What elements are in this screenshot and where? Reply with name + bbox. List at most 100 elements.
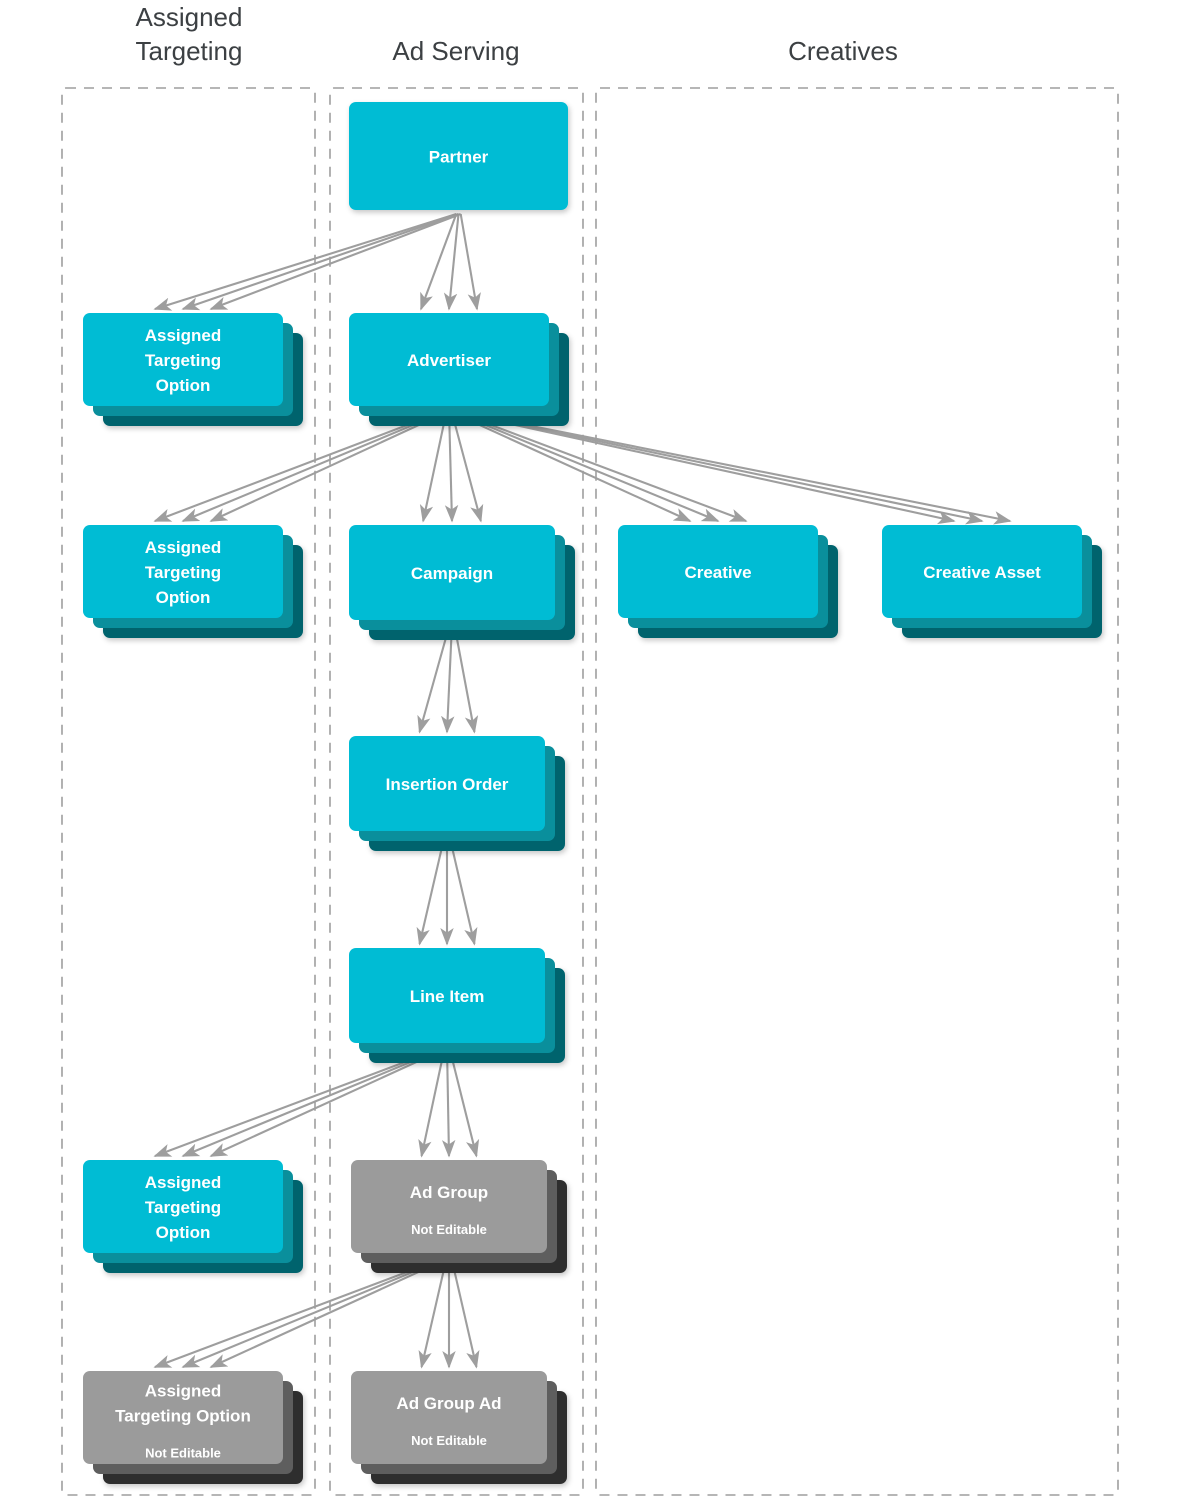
node-layer: PartnerAssignedTargetingOptionAdvertiser…: [83, 102, 1102, 1484]
column-title-line2: Targeting: [136, 36, 243, 66]
node-campaign[interactable]: Campaign: [349, 525, 575, 640]
node-line-item[interactable]: Line Item: [349, 948, 565, 1063]
column-title-ad-serving: Ad Serving: [392, 36, 519, 66]
node-label-line: Assigned: [145, 326, 222, 345]
column-title-creatives: Creatives: [788, 36, 898, 66]
node-card[interactable]: [83, 313, 283, 406]
edge-arrow: [453, 623, 479, 734]
edge-group-advertiser-to-creative: [446, 409, 748, 522]
edge-group-advertiser-to-campaign: [419, 409, 484, 523]
node-label-line: Ad Group: [410, 1183, 488, 1202]
node-insertion-order[interactable]: Insertion Order: [349, 736, 565, 851]
edge-group-partner-to-advertiser: [420, 213, 481, 311]
edge-group-ad-group-to-ad-group-ad: [418, 1256, 480, 1369]
edge-arrow: [418, 1256, 448, 1369]
node-label-line: Assigned: [145, 538, 222, 557]
edge-arrow: [417, 623, 451, 734]
edge-group-partner-to-ato-partner: [153, 212, 462, 311]
column-frame-creatives: [595, 87, 1119, 1496]
edge-arrow: [419, 409, 448, 523]
node-card[interactable]: [351, 1160, 547, 1253]
edge-arrow: [153, 212, 457, 311]
node-not-editable-label: Not Editable: [411, 1222, 487, 1237]
node-label-line: Option: [156, 376, 211, 395]
node-card[interactable]: [349, 313, 549, 406]
node-card[interactable]: [618, 525, 818, 618]
edge-arrow: [441, 1046, 456, 1158]
node-card[interactable]: [882, 525, 1082, 618]
node-label-line: Campaign: [411, 564, 493, 583]
node-label-line: Targeting Option: [115, 1407, 251, 1426]
edge-arrow: [209, 1256, 452, 1368]
node-advertiser[interactable]: Advertiser: [349, 313, 569, 426]
node-card[interactable]: [83, 1160, 283, 1253]
node-card[interactable]: [349, 525, 555, 620]
edge-arrow: [446, 408, 956, 525]
node-label-line: Partner: [429, 148, 489, 167]
column-title-text: Ad Serving: [392, 36, 519, 66]
node-label-line: Line Item: [410, 987, 485, 1006]
edge-arrow: [450, 1256, 480, 1369]
node-card[interactable]: [83, 1371, 283, 1464]
node-label-line: Advertiser: [407, 351, 491, 370]
node-label-line: Targeting: [145, 1198, 221, 1217]
edge-arrow: [450, 409, 748, 522]
edge-arrow: [181, 1256, 450, 1368]
node-card[interactable]: [351, 1371, 547, 1464]
node-creative[interactable]: Creative: [618, 525, 838, 638]
edge-arrow: [446, 409, 692, 522]
edge-arrow: [443, 213, 460, 311]
node-card[interactable]: [349, 736, 545, 831]
edge-group-advertiser-to-creative-asset: [446, 408, 1012, 525]
node-label-line: Option: [156, 588, 211, 607]
node-label-line: Creative Asset: [923, 563, 1041, 582]
edge-arrow: [444, 409, 459, 523]
edge-arrow: [181, 213, 459, 311]
edge-arrow: [448, 834, 478, 946]
node-label-line: Assigned: [145, 1382, 222, 1401]
column-frames: [61, 87, 1119, 1496]
edge-arrow: [448, 409, 720, 522]
node-label-line: Insertion Order: [386, 775, 509, 794]
node-partner[interactable]: Partner: [349, 102, 568, 210]
edge-arrow: [459, 213, 481, 311]
edge-arrow: [153, 1046, 446, 1157]
node-not-editable-label: Not Editable: [411, 1433, 487, 1448]
edge-arrow: [416, 834, 446, 946]
edge-arrow: [181, 1046, 448, 1157]
node-card[interactable]: [349, 102, 568, 210]
node-label-line: Targeting: [145, 351, 221, 370]
edge-arrow: [448, 408, 984, 525]
edge-group-line-item-to-ad-group: [418, 1046, 480, 1158]
node-creative-asset[interactable]: Creative Asset: [882, 525, 1102, 638]
node-ad-group-ad[interactable]: Ad Group Ad Not Editable: [351, 1371, 567, 1484]
node-label-line: Targeting: [145, 563, 221, 582]
edge-arrow: [441, 623, 455, 734]
node-card[interactable]: [83, 525, 283, 618]
node-label-line: Creative: [684, 563, 751, 582]
node-not-editable-label: Not Editable: [145, 1446, 221, 1461]
node-card[interactable]: [349, 948, 545, 1043]
edge-arrow: [181, 409, 450, 522]
edge-arrow: [209, 213, 462, 310]
edge-group-ad-group-to-ato-ad-group: [153, 1256, 452, 1368]
edge-arrow: [448, 1046, 480, 1158]
edge-layer: [153, 212, 1012, 1369]
column-title-line1: Assigned: [136, 2, 243, 32]
edge-group-line-item-to-ato-line-item: [153, 1046, 450, 1157]
node-label-line: Option: [156, 1223, 211, 1242]
edge-arrow: [420, 213, 458, 311]
column-title-text: Creatives: [788, 36, 898, 66]
node-label-line: Ad Group Ad: [396, 1394, 501, 1413]
edge-arrow: [418, 1046, 446, 1158]
edge-arrow: [153, 409, 448, 522]
